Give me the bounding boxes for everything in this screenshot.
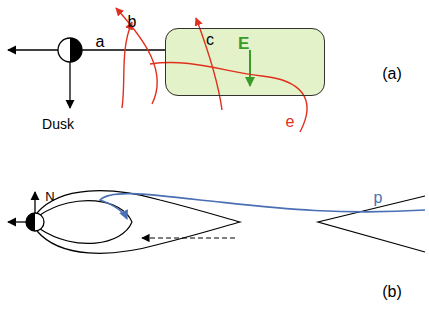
- field-line: [196, 18, 222, 110]
- sun-arrow: [8, 49, 58, 50]
- north-arrow: [34, 192, 35, 213]
- diagram-label: N: [45, 190, 54, 203]
- diagram-label: Dusk: [42, 117, 74, 131]
- diagram-label: (a): [382, 66, 402, 82]
- earth-night: [70, 38, 82, 62]
- region-fill: [165, 28, 325, 96]
- field-line: [40, 201, 132, 244]
- field-line: [116, 8, 157, 104]
- field-arrow: [249, 50, 251, 86]
- region-box: E: [165, 28, 325, 96]
- field-label: E: [238, 35, 249, 52]
- earth: [26, 213, 44, 231]
- tail-lines: [318, 196, 425, 252]
- diagram-label: p: [374, 190, 383, 206]
- diagram-label: c: [206, 32, 214, 48]
- field-line: [150, 63, 307, 132]
- diagram-label: b: [128, 14, 137, 30]
- axis-line: [82, 49, 165, 50]
- diagram-label: a: [96, 34, 105, 50]
- dusk-arrow: [69, 62, 70, 108]
- dashed-arrow: [142, 237, 235, 238]
- earth: [58, 38, 82, 62]
- sun-arrow: [8, 221, 26, 222]
- earth-night: [26, 213, 35, 231]
- field-line: [37, 191, 240, 254]
- diagram-label: (b): [382, 284, 402, 300]
- diagram-label: e: [286, 114, 295, 130]
- field-line: [122, 22, 132, 108]
